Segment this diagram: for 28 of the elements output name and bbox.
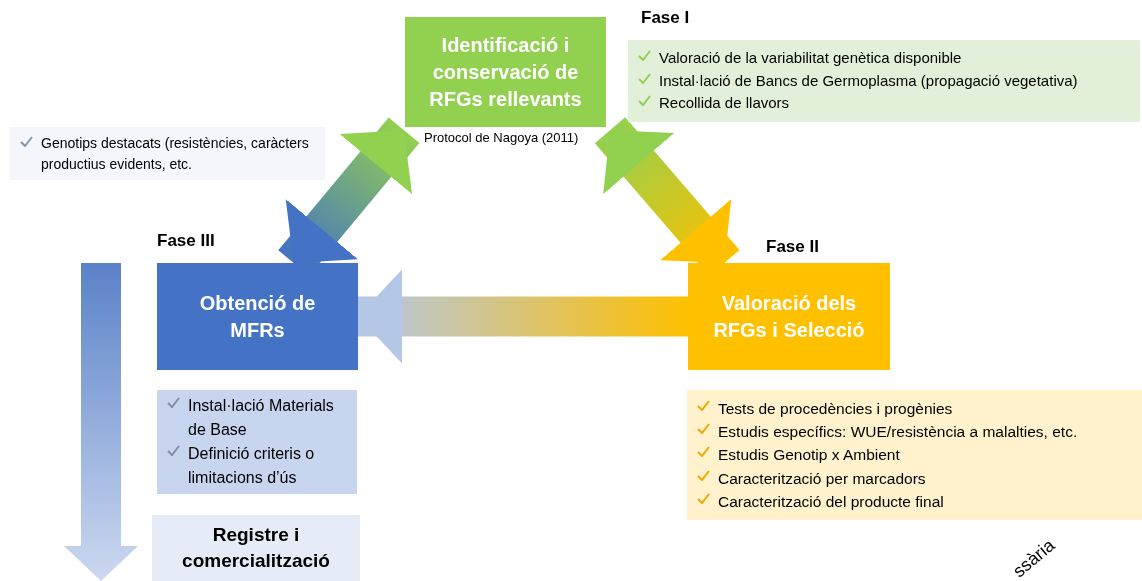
block-arrow: [358, 269, 688, 364]
list-item: Estudis Genotip x Ambient: [718, 445, 900, 466]
box-title: Valoració dels RFGs i Selecció: [712, 290, 866, 343]
list-item: Instal·lació de Bancs de Germoplasma (propagació vegetativa): [659, 70, 1078, 91]
list-item: Tests de procedències i progènies: [718, 398, 953, 419]
list-item: Instal·lació Materials de Base: [188, 396, 335, 440]
list-item: Genotips destacats (resistències, caràcters productius evidents, etc.: [41, 133, 310, 174]
process-box: [152, 515, 360, 581]
checklist-box: [687, 390, 1142, 520]
list-item: Caracterització per marcadors: [718, 468, 926, 489]
box-title: Registre i comercialització: [181, 523, 331, 573]
list-item: Valoració de la variabilitat genètica disponible: [659, 48, 962, 69]
list-item: Caracterització del producte final: [718, 491, 944, 512]
box-title: Identificació i conservació de RFGs rellevants: [428, 32, 583, 112]
phase-label: Fase III: [157, 231, 215, 251]
phase-label: Fase I: [641, 8, 690, 28]
process-box: [688, 263, 890, 370]
list-item: Recollida de llavors: [659, 93, 790, 114]
list-item: Definició criteris o limitacions d’ús: [188, 444, 316, 488]
box-title: Obtenció de MFRs: [198, 290, 317, 343]
caption-text: Protocol de Nagoya (2011): [424, 130, 579, 145]
checklist-box: [628, 40, 1140, 122]
note-box: [10, 127, 325, 180]
phase-label: Fase II: [766, 237, 819, 257]
process-box: [405, 17, 606, 127]
process-box: [157, 263, 358, 370]
list-item: Estudis específics: WUE/resistència a malalties, etc.: [718, 422, 1078, 443]
checklist-box: [157, 390, 357, 494]
